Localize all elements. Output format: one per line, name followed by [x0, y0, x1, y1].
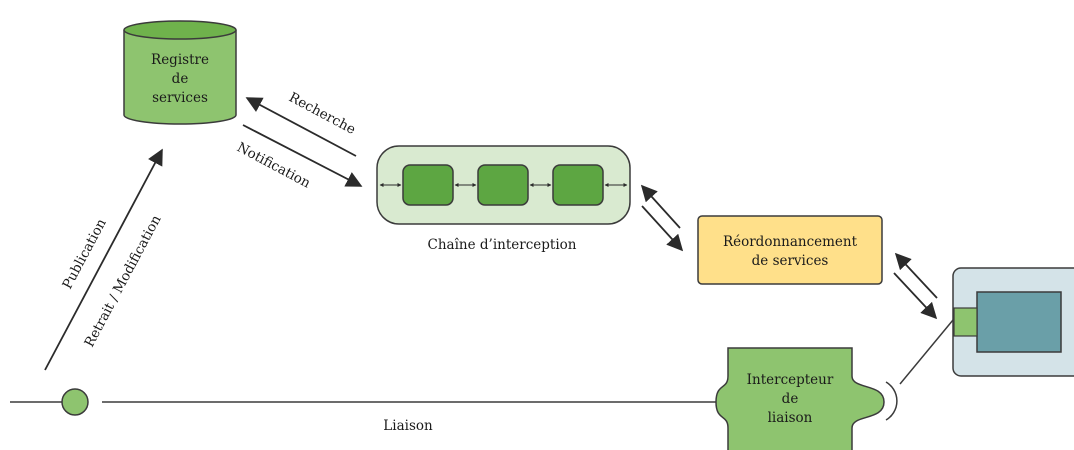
publication-arrow: Publication Retrait / Modification — [44, 148, 165, 371]
interception-chain — [376, 145, 631, 225]
interceptor-block-1 — [402, 164, 454, 206]
recherche-arrow: Recherche — [245, 89, 358, 157]
service-component — [952, 267, 1074, 377]
chain-label: Chaîne d’interception — [428, 237, 577, 253]
interceptor-label-3: liaison — [768, 410, 813, 426]
interceptor-block-3 — [552, 164, 604, 206]
notification-arrow: Notification — [234, 124, 363, 192]
socket-arc — [885, 381, 898, 421]
service-registry: Registre de services — [123, 20, 237, 125]
component-core — [976, 291, 1062, 353]
interceptor-label-2: de — [782, 391, 799, 407]
publication-label: Publication — [59, 216, 110, 292]
binding-interceptor-piece: Intercepteur de liaison — [715, 347, 885, 450]
recherche-label: Recherche — [286, 89, 358, 137]
socket-connector — [899, 319, 954, 385]
chain-reorder-arrows — [640, 184, 684, 252]
registry-label-2: de — [172, 71, 189, 87]
binding-label: Liaison — [383, 418, 433, 434]
reorder-label-2: de services — [752, 253, 829, 269]
interceptor-label-1: Intercepteur — [747, 372, 834, 388]
registry-label-3: services — [152, 90, 208, 106]
component-port — [953, 307, 978, 337]
reorder-component-arrows — [893, 252, 938, 320]
reorder-label-1: Réordonnancement — [723, 234, 858, 250]
service-reordering-box: Réordonnancement de services — [697, 215, 883, 285]
notification-label: Notification — [234, 139, 313, 191]
service-provider-node[interactable] — [61, 388, 89, 416]
interceptor-block-2 — [477, 164, 529, 206]
registry-label-1: Registre — [151, 52, 209, 68]
